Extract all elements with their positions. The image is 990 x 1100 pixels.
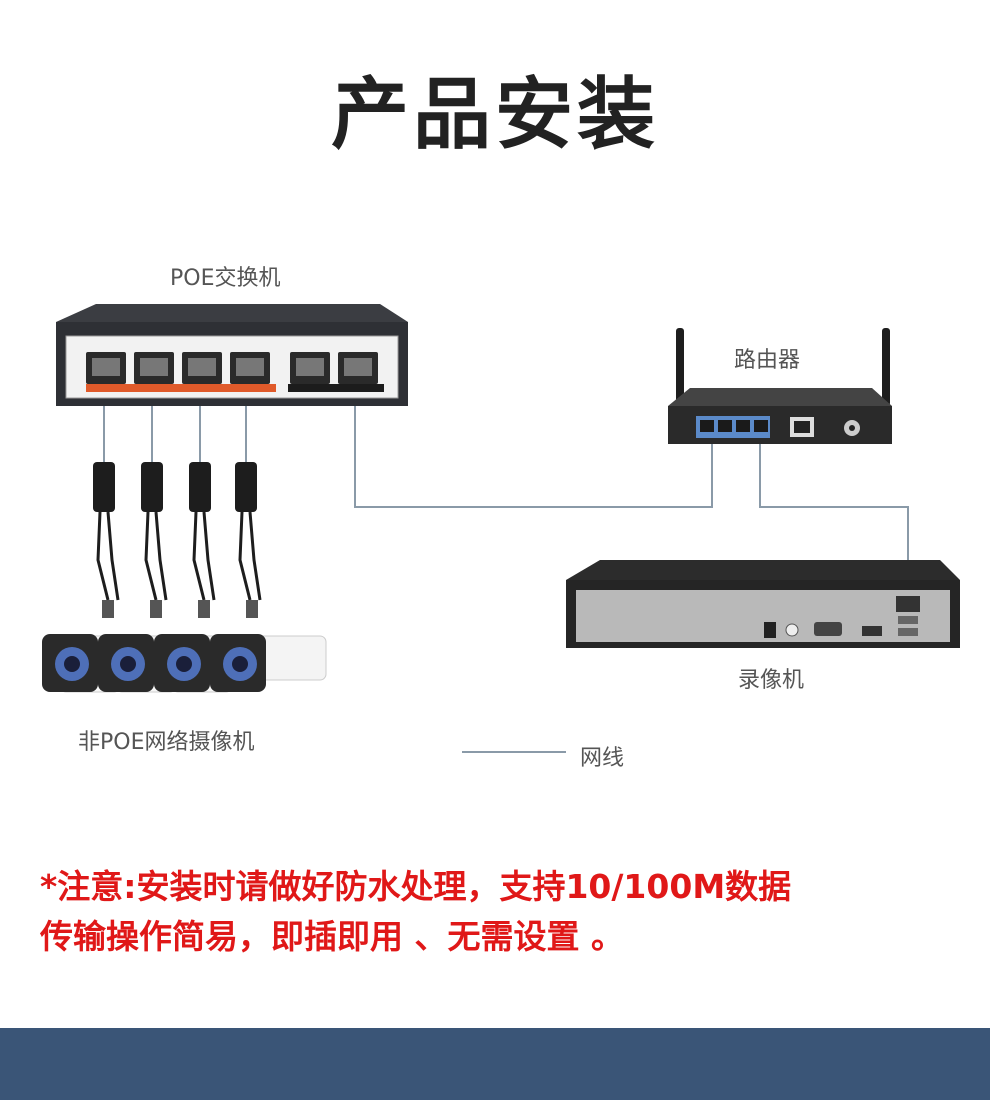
note-line-2: 传输操作简易，即插即用 、无需设置 。 [40,917,624,956]
cable-switch-to-router [354,372,713,508]
splitter-leads [96,511,262,601]
cable-router-to-nvr [759,432,909,598]
legend-label: 网线 [580,746,625,771]
poe-splitters [93,462,257,512]
installation-note: *注意:安装时请做好防水处理，支持10/100M数据 传输操作简易，即插即用 、… [40,862,960,962]
poe-switch [56,304,408,406]
installation-diagram [42,304,960,753]
splitter-plugs [102,600,258,618]
router [668,328,892,444]
nvr [566,560,960,648]
ip-cameras [42,634,327,693]
cameras-label: 非POE网络摄像机 [78,730,255,755]
note-line-1: *注意:安装时请做好防水处理，支持10/100M数据 [40,867,792,906]
router-label: 路由器 [734,348,801,373]
nvr-label: 录像机 [738,668,805,693]
footer-band [0,1028,990,1100]
switch-label: POE交换机 [170,266,281,291]
router-lan-ports [696,416,770,438]
page-title: 产品安装 [330,70,659,160]
